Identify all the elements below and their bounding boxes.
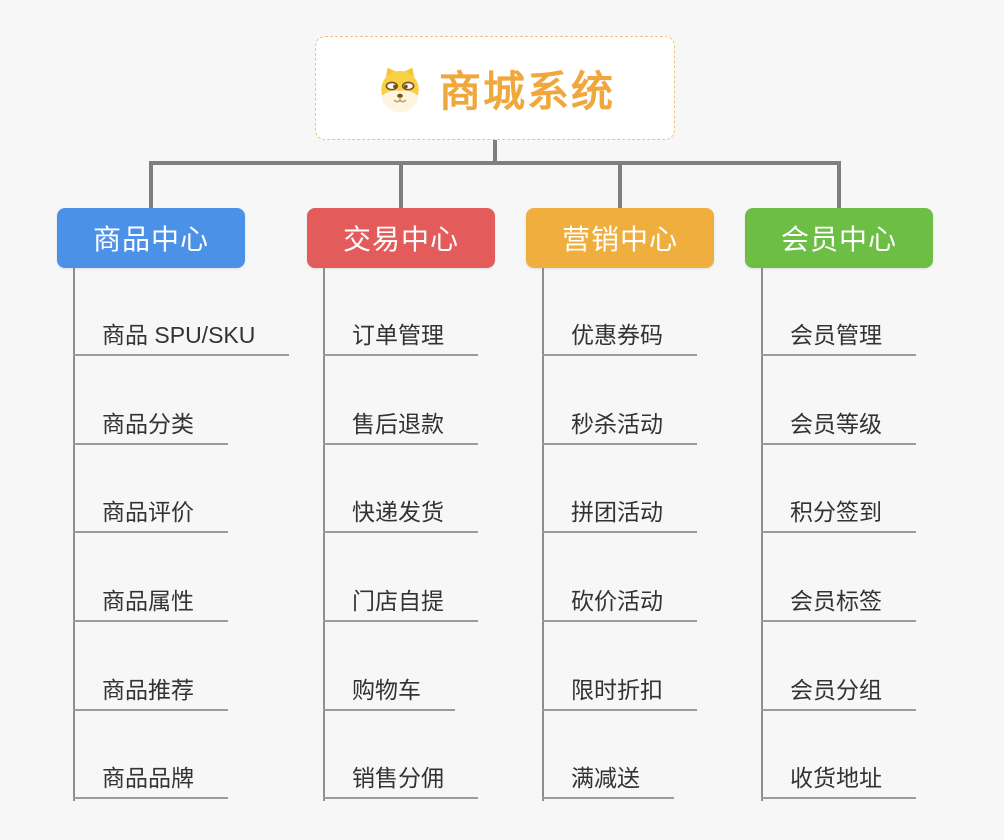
branch-connector-drop [837,161,841,208]
dog-icon [381,67,419,113]
branch-product-center: 商品中心 商品 SPU/SKU 商品分类 商品评价 商品属性 商品推荐 商品品牌 [57,208,290,808]
leaf-node[interactable]: 商品品牌 [73,759,228,799]
branch-connector-rail [149,161,841,165]
branch-node[interactable]: 交易中心 [307,208,495,268]
leaf-node[interactable]: 商品评价 [73,493,228,533]
root-title: 商城系统 [438,67,615,115]
leaf-node[interactable]: 砍价活动 [542,582,697,622]
leaf-node[interactable]: 会员等级 [761,405,916,445]
branch-trade-center: 交易中心 订单管理 售后退款 快递发货 门店自提 购物车 销售分佣 [307,208,495,808]
leaf-node[interactable]: 售后退款 [323,405,478,445]
root-connector-stub [493,140,497,165]
leaf-node[interactable]: 秒杀活动 [542,405,697,445]
leaf-node[interactable]: 会员标签 [761,582,916,622]
root-node[interactable]: 商城系统 [315,36,675,140]
leaf-node[interactable]: 会员分组 [761,671,916,711]
branch-node[interactable]: 会员中心 [745,208,933,268]
branch-connector-drop [149,161,153,208]
branch-connector-drop [399,161,403,208]
leaf-node[interactable]: 积分签到 [761,493,916,533]
branch-member-center: 会员中心 会员管理 会员等级 积分签到 会员标签 会员分组 收货地址 [745,208,933,808]
leaf-node[interactable]: 满减送 [542,759,674,799]
leaf-node[interactable]: 销售分佣 [323,759,478,799]
branch-node[interactable]: 营销中心 [526,208,714,268]
leaf-node[interactable]: 商品属性 [73,582,228,622]
leaf-node[interactable]: 拼团活动 [542,493,697,533]
branch-trunk-line [73,268,75,801]
leaf-node[interactable]: 门店自提 [323,582,478,622]
leaf-node[interactable]: 会员管理 [761,316,916,356]
branch-trunk-line [542,268,544,801]
branch-node[interactable]: 商品中心 [57,208,245,268]
branch-marketing-center: 营销中心 优惠券码 秒杀活动 拼团活动 砍价活动 限时折扣 满减送 [526,208,714,808]
leaf-node[interactable]: 限时折扣 [542,671,697,711]
leaf-node[interactable]: 收货地址 [761,759,916,799]
leaf-node[interactable]: 商品 SPU/SKU [73,316,290,356]
leaf-node[interactable]: 优惠券码 [542,316,697,356]
leaf-node[interactable]: 快递发货 [323,493,478,533]
branch-trunk-line [323,268,325,801]
leaf-node[interactable]: 购物车 [323,671,455,711]
leaf-node[interactable]: 商品分类 [73,405,228,445]
branch-connector-drop [618,161,622,208]
branch-trunk-line [761,268,763,801]
leaf-node[interactable]: 商品推荐 [73,671,228,711]
leaf-node[interactable]: 订单管理 [323,316,478,356]
